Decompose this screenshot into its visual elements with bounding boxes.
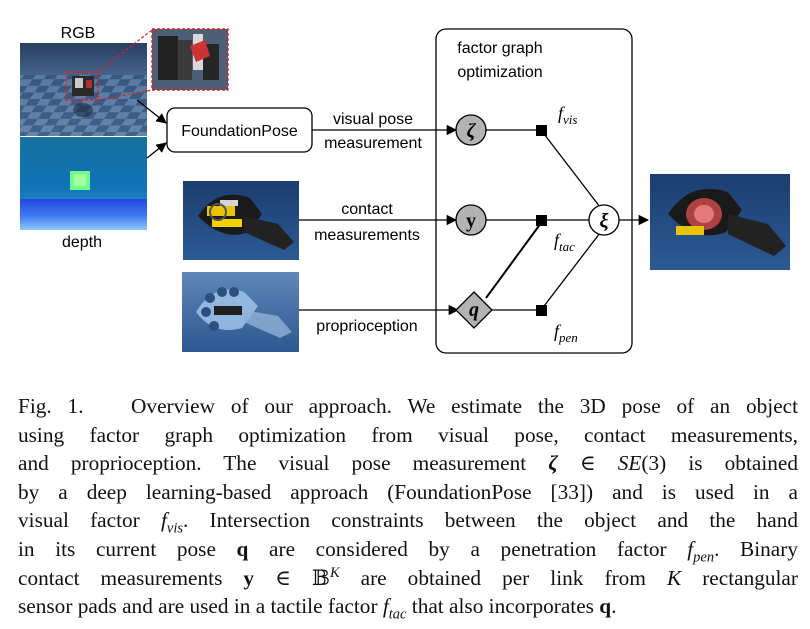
caption-line-5: visual factor fvis. Intersection constra… [18, 508, 798, 537]
node-zeta [455, 114, 487, 146]
fig-label: Fig. 1. [18, 394, 84, 418]
caption-line-8: sensor pads and are used in a tactile fa… [18, 594, 617, 623]
factor-graph-title-2: optimization [457, 64, 542, 81]
graph-edges [485, 129, 601, 311]
overview-figure: RGB depth FoundationPose visual pose mea… [20, 25, 790, 354]
node-q [455, 291, 493, 329]
contact-label-2: measurements [314, 227, 420, 244]
factor-graph-title-1: factor graph [457, 40, 542, 57]
result-image [650, 174, 790, 270]
caption-line-7: contact measurements y ∈ 𝔹K are obtained… [18, 564, 798, 590]
factor-pen [536, 305, 547, 316]
caption-line-6: in its current pose q are considered by … [18, 536, 798, 566]
factor-tac-label: ftac [554, 230, 575, 254]
rgb-label: RGB [61, 25, 96, 42]
factor-tac [536, 215, 547, 226]
rgb-image [20, 43, 147, 136]
depth-label: depth [62, 234, 102, 251]
node-y-label: y [466, 210, 476, 232]
caption-line-2: using factor graph optimization from vis… [18, 422, 798, 447]
depth-image [20, 137, 147, 230]
proprioception-image [182, 272, 299, 352]
contact-image [183, 181, 299, 260]
caption-line-1: Fig. 1. Overview of our approach. We est… [18, 394, 799, 418]
foundationpose-label: FoundationPose [181, 123, 298, 140]
factor-vis [536, 125, 547, 136]
caption-line-3: and proprioception. The visual pose meas… [18, 451, 798, 476]
contact-label-1: contact [341, 201, 393, 218]
factor-graph-panel [435, 28, 633, 354]
depth-arrow [146, 142, 167, 159]
node-xi-label: ξ [600, 210, 609, 232]
caption-line-4: by a deep learning-based approach (Found… [18, 479, 798, 504]
node-zeta-label: ζ [467, 120, 477, 142]
factor-pen-label: fpen [554, 321, 578, 345]
factor-vis-label: fvis [558, 103, 577, 127]
proprioception-label: proprioception [316, 318, 417, 335]
figure-caption: Fig. 1. Overview of our approach. We est… [18, 392, 799, 623]
visual-pose-label-2: measurement [324, 135, 422, 152]
node-q-label: q [469, 299, 479, 321]
rgb-arrow [136, 99, 167, 124]
zoom-inset [97, 28, 229, 101]
visual-pose-label-1: visual pose [333, 111, 413, 128]
node-y [455, 204, 487, 236]
